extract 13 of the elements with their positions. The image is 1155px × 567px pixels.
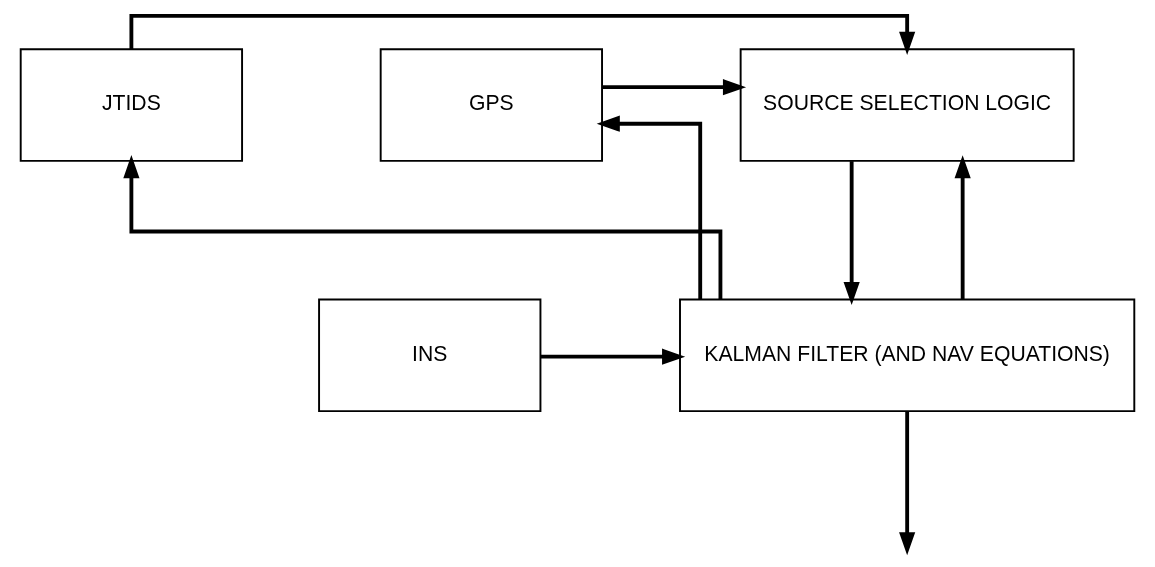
node-box: JTIDS xyxy=(19,48,244,162)
arrow xyxy=(602,79,747,96)
arrow xyxy=(540,348,686,365)
arrow xyxy=(596,115,703,300)
arrow xyxy=(954,155,971,300)
node-box: KALMAN FILTER (AND NAV EQUATIONS) xyxy=(679,298,1136,413)
node-box: INS xyxy=(318,298,542,413)
arrow xyxy=(899,411,916,556)
arrow xyxy=(129,14,916,55)
arrow xyxy=(123,155,723,300)
arrow xyxy=(843,161,860,306)
node-box: GPS xyxy=(379,48,603,162)
node-box: SOURCE SELECTION LOGIC xyxy=(739,48,1075,162)
